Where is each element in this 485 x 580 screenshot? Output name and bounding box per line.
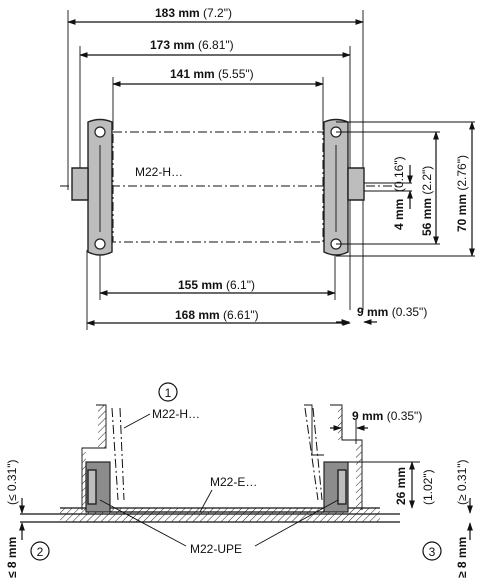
dim-70-label: 70 mm (2.76") [455, 155, 469, 232]
right-mounting-bracket [323, 118, 365, 256]
top-view: 183 mm (7.2") 173 mm (6.81") 141 mm (5.5… [60, 6, 475, 330]
label-m22-h: M22-H… [152, 407, 200, 421]
dim-141-label: 141 mm (5.55") [170, 67, 254, 81]
label-m22-e: M22-E… [210, 475, 257, 489]
dim-173-label: 173 mm (6.81") [150, 38, 234, 52]
dim-168-label: 168 mm (6.61") [175, 308, 259, 322]
m22-h-dashed [111, 407, 119, 501]
side-dim-left-imperial: (≤ 0.31") [5, 459, 19, 505]
side-dim-right-label: ≥ 8 mm [455, 537, 469, 578]
side-dim-26-label: 26 mm [394, 467, 408, 505]
dim-4-label: 4 mm [392, 199, 406, 230]
marker-1-label: 1 [165, 386, 172, 400]
module-outline [112, 131, 324, 243]
marker-2-label: 2 [37, 545, 44, 559]
right-enclosure-wall [304, 404, 324, 456]
side-view: 1 M22-H… M22-E… M22-UPE 2 3 9 mm (0.35")… [5, 382, 473, 578]
part-label-m22h: M22-H… [135, 165, 183, 179]
marker-1 [158, 382, 178, 402]
dim-4-imperial: (0.16") [392, 156, 406, 192]
dim-56-label: 56 mm (2.2") [420, 166, 434, 236]
dim-183-label: 183 mm (7.2") [155, 6, 232, 20]
side-dim-left-label: ≤ 8 mm [5, 537, 19, 578]
marker-3-label: 3 [429, 545, 436, 559]
label-m22-upe: M22-UPE [190, 542, 242, 556]
marker-3 [422, 541, 442, 561]
side-dim-9-label: 9 mm (0.35") [352, 409, 422, 423]
dim-9-label: 9 mm (0.35") [357, 305, 427, 319]
marker-2 [30, 541, 50, 561]
side-dim-26-imperial: (1.02") [421, 469, 435, 505]
dim-155-label: 155 mm (6.1") [178, 278, 255, 292]
left-mounting-bracket [71, 118, 113, 256]
side-dim-right-imperial: (≥ 0.31") [455, 459, 469, 505]
